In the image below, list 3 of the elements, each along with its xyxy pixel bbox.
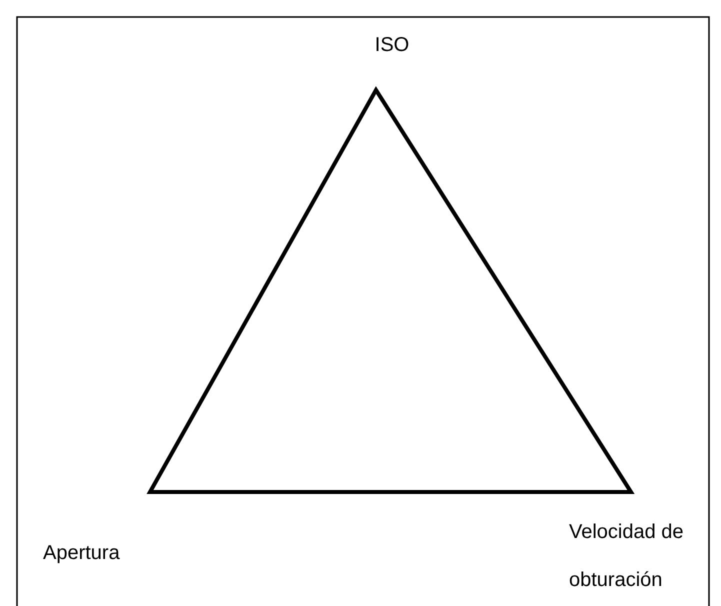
corner-label: ISO bbox=[374, 33, 410, 58]
corner-label: Velocidad de obturación bbox=[569, 520, 685, 593]
corner-label: Apertura bbox=[43, 541, 121, 566]
